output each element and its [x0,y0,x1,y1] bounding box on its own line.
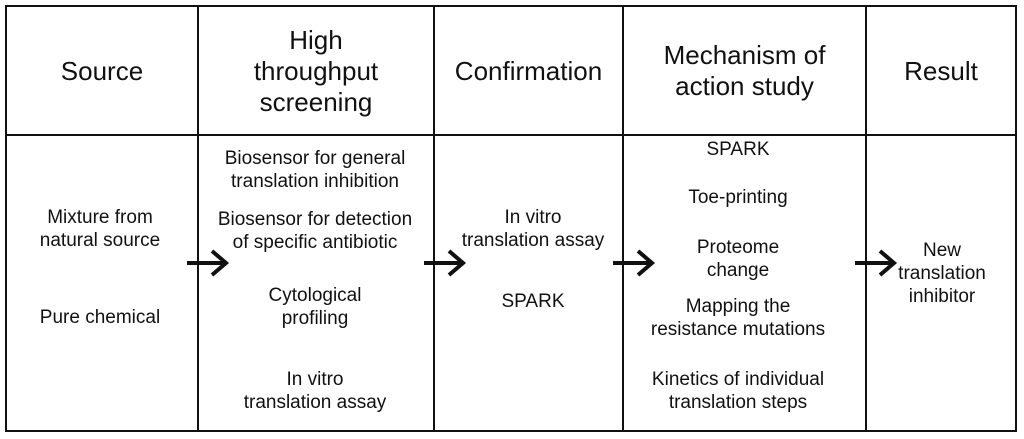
column-divider [433,7,435,430]
header-divider [7,134,1015,136]
screening-item-biosensor-specific: Biosensor for detection of specific anti… [217,209,413,253]
header-confirmation: Confirmation [435,7,622,135]
source-item-mixture: Mixture from natural source [39,207,161,251]
mechanism-item-resistance: Mapping the resistance mutations [650,296,826,340]
confirmation-item-in-vitro: In vitro translation assay [461,207,605,251]
column-divider [622,7,624,430]
screening-item-in-vitro: In vitro translation assay [243,369,387,413]
header-result: Result [867,7,1015,135]
header-confirmation-label: Confirmation [454,55,603,86]
right-arrow-icon [424,249,467,277]
mechanism-item-kinetics: Kinetics of individual translation steps [651,369,825,413]
column-divider [197,7,199,430]
header-mechanism-label: Mechanism of action study [663,40,826,101]
source-item-pure-chemical: Pure chemical [39,307,161,328]
result-item-new-inhibitor: New translation inhibitor [898,240,986,307]
column-divider [865,7,867,430]
header-screening: High throughput screening [199,7,433,135]
confirmation-item-spark: SPARK [501,291,565,312]
header-source-label: Source [60,55,144,86]
screening-item-biosensor-general: Biosensor for general translation inhibi… [224,148,406,192]
right-arrow-icon [187,249,230,277]
mechanism-item-spark: SPARK [706,139,770,160]
right-arrow-icon [613,249,656,277]
header-result-label: Result [904,55,978,86]
header-mechanism: Mechanism of action study [624,7,865,135]
mechanism-item-toe-printing: Toe-printing [688,187,788,208]
mechanism-item-proteome: Proteome change [696,237,780,281]
header-source: Source [7,7,197,135]
screening-item-cytological: Cytological profiling [268,285,362,329]
workflow-table: Source High throughput screening Confirm… [5,5,1017,432]
header-screening-label: High throughput screening [253,24,379,117]
right-arrow-icon [855,249,898,277]
